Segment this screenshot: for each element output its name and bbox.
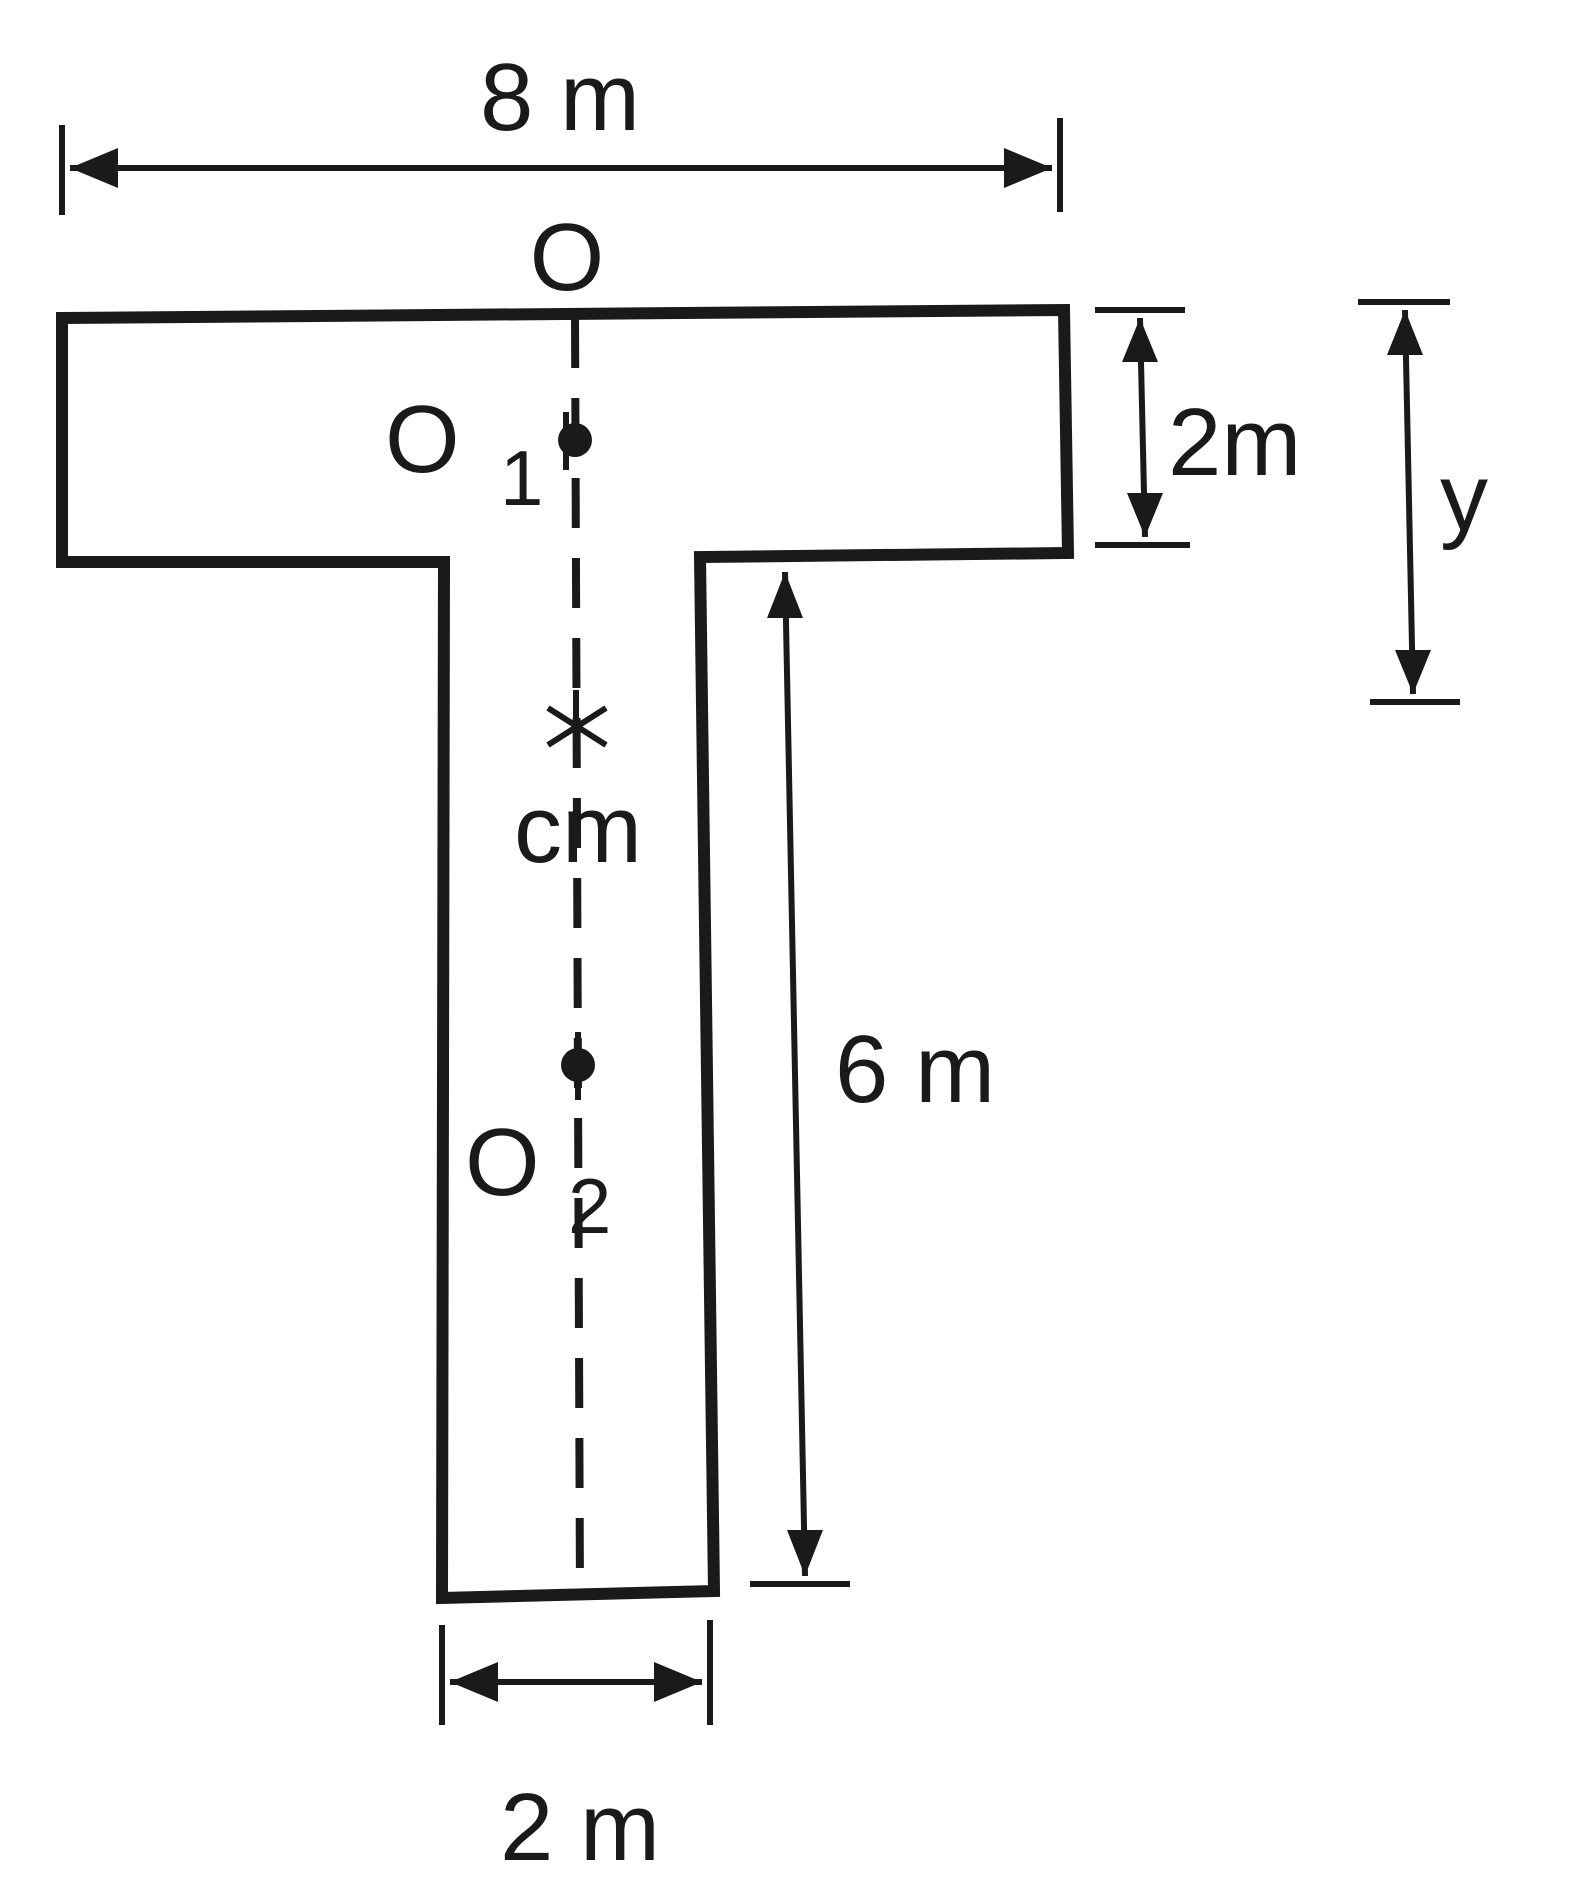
y-bottom-arrow — [1395, 650, 1431, 694]
bottom-width-dimension: 2 m — [439, 1620, 713, 1881]
flange-height-bottom-arrow — [1127, 493, 1163, 537]
o1-label-subscript: 1 — [500, 434, 543, 522]
origin-label: O — [530, 204, 605, 311]
flange-height-top-arrow — [1122, 318, 1158, 362]
t-shape-outline — [56, 303, 1075, 1605]
y-dimension-line — [1402, 309, 1416, 695]
y-top-arrow — [1387, 310, 1423, 355]
center-of-mass-marker: cm — [514, 690, 642, 883]
flange-height-dimension: 2m — [1095, 307, 1301, 548]
bottom-width-left-arrow — [450, 1662, 498, 1702]
o2-label-letter: O — [465, 1109, 540, 1216]
symmetry-axis — [571, 317, 584, 1599]
flange-height-label: 2m — [1168, 389, 1301, 496]
web-height-top-arrow — [767, 572, 803, 618]
bottom-width-label: 2 m — [500, 1774, 660, 1881]
web-height-bottom-arrow — [787, 1530, 823, 1576]
bottom-width-right-arrow — [654, 1662, 702, 1702]
web-height-dimension: 6 m — [750, 571, 995, 1587]
top-width-left-arrow — [70, 148, 118, 188]
o2-label-subscript: 2 — [568, 1162, 611, 1250]
o1-dot — [558, 423, 592, 457]
y-label: y — [1440, 444, 1488, 551]
top-width-label: 8 m — [480, 44, 640, 151]
o1-point-group: O 1 — [385, 386, 592, 522]
top-width-dimension: 8 m — [59, 44, 1063, 215]
o2-point-group: O 2 — [465, 1032, 611, 1250]
o1-label-letter: O — [385, 386, 460, 493]
o2-dot — [561, 1048, 595, 1082]
web-height-label: 6 m — [835, 1016, 995, 1123]
cm-star-diagonal-2 — [546, 705, 608, 748]
top-width-right-arrow — [1004, 148, 1052, 188]
web-height-line — [782, 571, 808, 1577]
y-dimension: y — [1358, 299, 1488, 705]
cm-label: cm — [514, 776, 642, 883]
